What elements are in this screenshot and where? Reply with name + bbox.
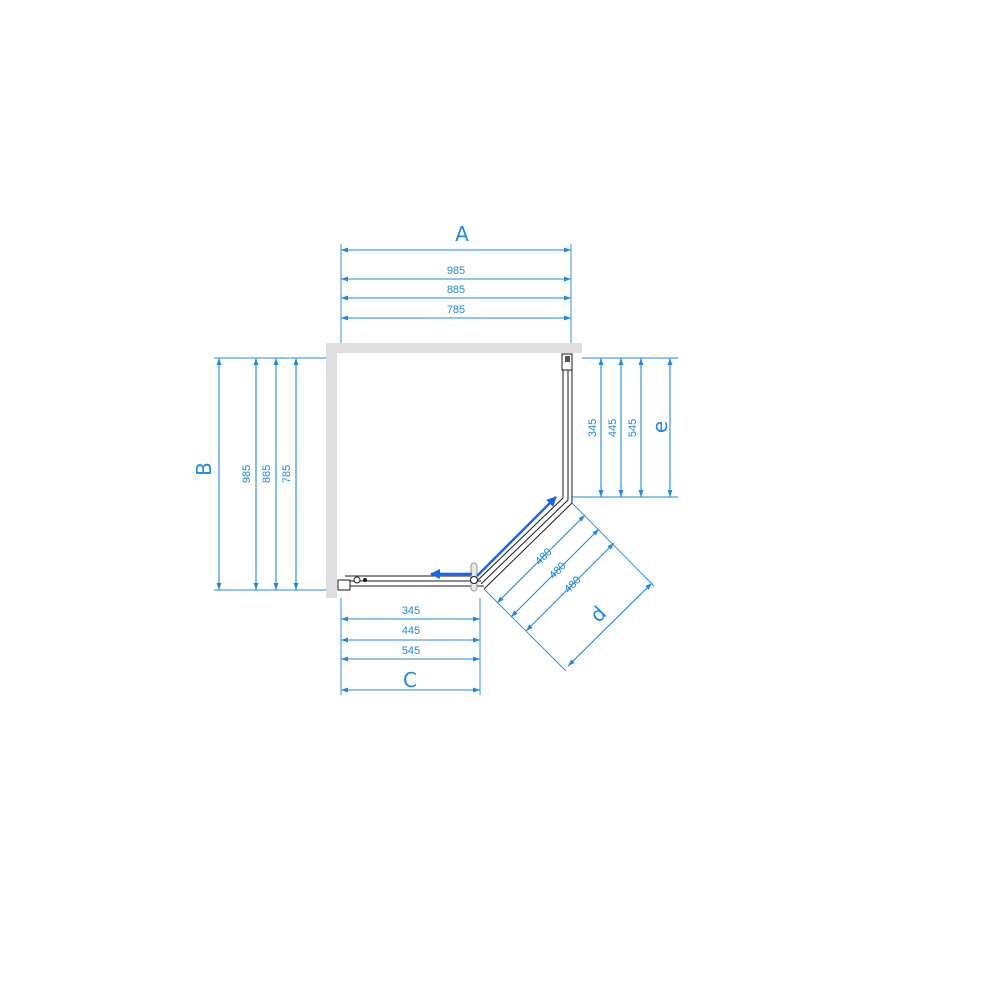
dim-a-885: 885 <box>447 284 465 296</box>
dim-e-345: 345 <box>587 419 599 437</box>
dim-b-885: 885 <box>261 465 273 483</box>
dim-line-d <box>567 582 653 667</box>
label-b: B <box>192 462 216 476</box>
enclosure-frame <box>337 353 573 592</box>
dim-c-445: 445 <box>402 625 420 637</box>
dim-b-985: 985 <box>241 465 253 483</box>
roller-left-2 <box>363 578 367 582</box>
dimension-group-e: 345 445 545 e <box>572 357 678 498</box>
right-wall-profile-cap <box>565 356 570 362</box>
label-e: e <box>648 421 672 433</box>
dimension-group-a: A 985 885 785 <box>340 222 572 343</box>
roller-left <box>353 576 361 584</box>
walls <box>326 343 582 598</box>
dim-a-785: 785 <box>447 304 465 316</box>
label-c: C <box>403 668 417 692</box>
label-d: d <box>585 601 611 627</box>
left-wall <box>326 343 337 598</box>
dim-b-785: 785 <box>281 465 293 483</box>
dim-e-545: 545 <box>627 419 639 437</box>
roller-corner <box>470 576 478 584</box>
dimension-group-d: 480 480 480 d <box>483 502 655 672</box>
top-wall <box>326 343 582 353</box>
ext-line-d-bottom <box>483 588 567 672</box>
dimension-group-b: B 985 885 785 <box>192 357 326 591</box>
label-a: A <box>455 222 469 246</box>
dim-c-545: 545 <box>402 645 420 657</box>
dimension-group-c: 345 445 545 C <box>340 598 481 695</box>
left-wall-profile <box>337 579 351 591</box>
dim-a-985: 985 <box>447 265 465 277</box>
diagonal-panel <box>477 497 564 581</box>
dim-e-445: 445 <box>607 419 619 437</box>
dim-c-345: 345 <box>402 605 420 617</box>
